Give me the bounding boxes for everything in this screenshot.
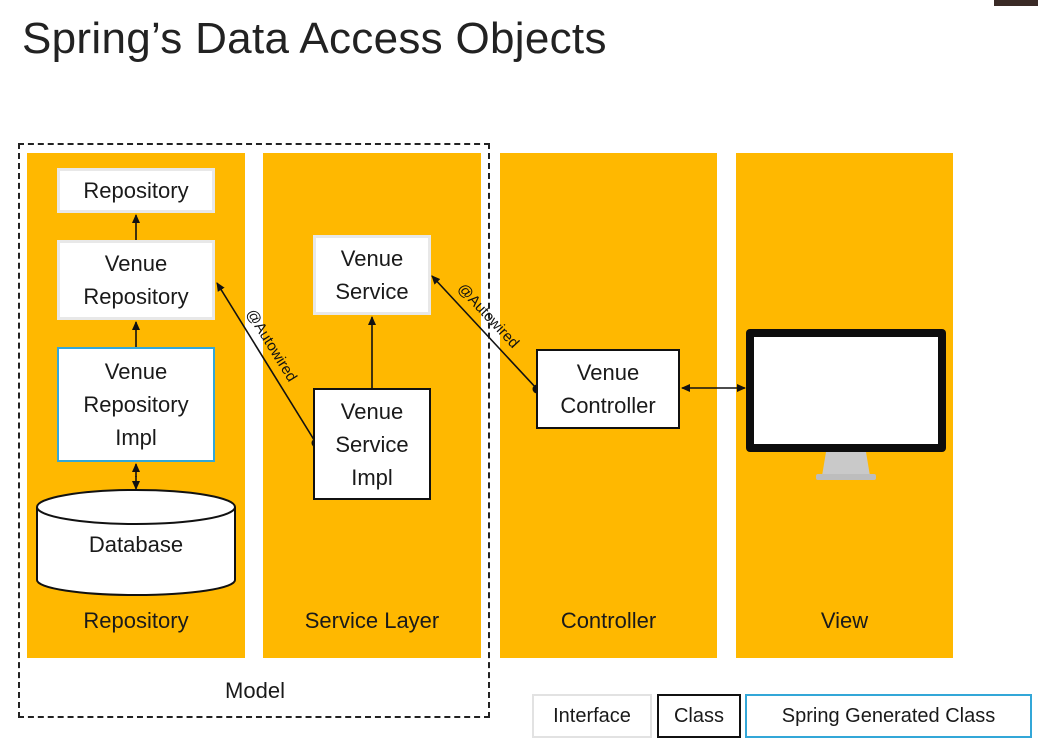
page-title: Spring’s Data Access Objects [22, 14, 607, 63]
legend-spring-generated-class: Spring Generated Class [745, 694, 1032, 738]
column-label-repository: Repository [83, 608, 189, 633]
node-repository-interface: Repository [57, 168, 215, 213]
model-group-border [18, 143, 490, 718]
node-venue-service: Venue Service [313, 235, 431, 315]
edge-label-autowired-service: @Autowired [454, 280, 522, 352]
node-venue-repository: Venue Repository [57, 240, 215, 320]
node-venue-controller: Venue Controller [536, 349, 680, 429]
legend-class: Class [657, 694, 741, 738]
edge-label-autowired-repo: @Autowired [243, 306, 301, 385]
column-label-controller: Controller [560, 608, 657, 633]
arrow-autowired-repository [216, 282, 317, 444]
monitor-icon [746, 329, 946, 480]
column-label-view: View [820, 608, 869, 633]
legend-interface: Interface [532, 694, 652, 738]
database-label: Database [88, 532, 184, 557]
column-label-service-layer: Service Layer [304, 608, 440, 633]
arrow-autowired-service [431, 275, 538, 390]
node-venue-repository-impl: Venue Repository Impl [57, 347, 215, 462]
webcam-thumbnail [994, 0, 1038, 6]
model-label: Model [225, 678, 285, 703]
node-venue-service-impl: Venue Service Impl [313, 388, 431, 500]
database-cylinder [36, 489, 236, 596]
